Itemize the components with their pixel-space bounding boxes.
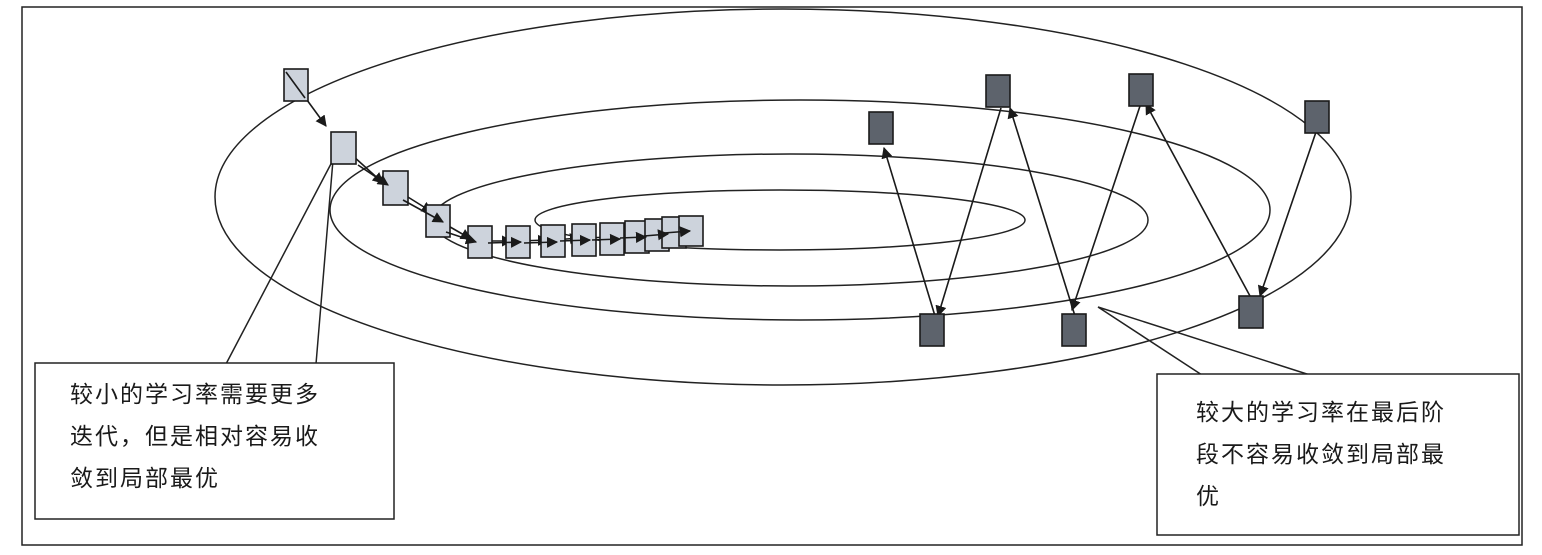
left-callout-text: 较小的学习率需要更多 迭代，但是相对容易收 敛到局部最优 [70, 374, 320, 500]
large-lr-step-arrow [1145, 103, 1251, 297]
small-lr-step-arrow [591, 233, 622, 245]
left-callout-leader [225, 159, 334, 365]
small-lr-step-arrow [357, 164, 389, 186]
large-lr-path [881, 103, 1317, 318]
large-lr-step-arrow [1069, 105, 1141, 312]
right-callout-box [1156, 373, 1520, 536]
right-callout-line: 段不容易收敛到局部最 [1196, 442, 1446, 468]
right-callout-leader [1097, 306, 1311, 376]
large-lr-step-arrow [1257, 131, 1317, 298]
left-callout-box [34, 362, 395, 520]
small-lr-step [467, 225, 493, 259]
small-lr-arrowheads [285, 71, 692, 248]
large-lr-step [868, 111, 894, 145]
large-lr-step [1061, 313, 1087, 347]
contour-outer [214, 8, 1352, 386]
right-callout-text: 较大的学习率在最后阶 段不容易收敛到局部最 优 [1196, 392, 1446, 518]
small-lr-step-arrow [445, 231, 478, 245]
small-lr-step-arrow [559, 234, 592, 246]
right-callout-line: 较大的学习率在最后阶 [1196, 400, 1446, 426]
small-lr-step-arrow [643, 229, 670, 241]
contour-inner [534, 189, 1026, 251]
large-lr-step [985, 74, 1011, 108]
small-lr-step-arrow [619, 231, 648, 243]
left-callout-line: 迭代，但是相对容易收 [70, 424, 320, 450]
small-lr-steps [283, 68, 704, 259]
small-lr-step-arrow [663, 226, 692, 238]
left-callout-line: 较小的学习率需要更多 [70, 382, 320, 408]
contour-3 [431, 153, 1149, 287]
large-lr-step [919, 313, 945, 347]
small-lr-step-arrow [285, 71, 306, 99]
large-lr-step-arrow [1007, 106, 1076, 317]
small-lr-step-arrow [402, 199, 444, 223]
left-callout-line: 敛到局部最优 [70, 466, 220, 492]
contour-2 [329, 99, 1271, 321]
small-lr-step-arrow [523, 236, 559, 248]
large-lr-step-arrow [881, 146, 936, 317]
small-lr-step-arrow [487, 236, 523, 248]
small-lr-step [330, 131, 357, 165]
large-lr-step [1304, 100, 1330, 134]
large-lr-step-arrow [935, 107, 1002, 318]
large-lr-step [1128, 73, 1154, 107]
diagram-border [21, 6, 1523, 546]
large-lr-step [1238, 295, 1264, 329]
large-lr-steps [868, 73, 1330, 347]
right-callout-line: 优 [1196, 484, 1221, 510]
